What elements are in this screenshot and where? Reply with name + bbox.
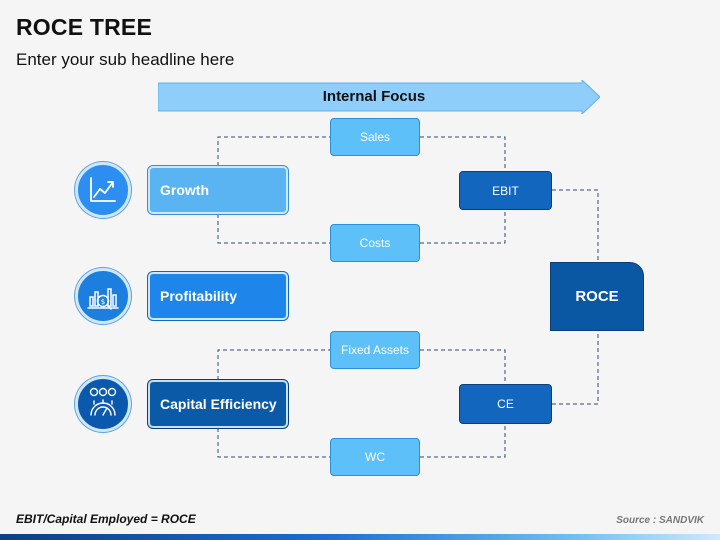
connector-growth-costs bbox=[217, 214, 330, 244]
category-growth-label: Growth bbox=[160, 182, 209, 198]
formula-note: EBIT/Capital Employed = ROCE bbox=[16, 512, 196, 526]
category-profitability-label: Profitability bbox=[160, 288, 238, 304]
node-ce: CE bbox=[459, 384, 552, 424]
driver-fixed-assets: Fixed Assets bbox=[330, 331, 420, 369]
connector-capital-fixed-assets bbox=[217, 349, 330, 380]
connector-sales-ebit bbox=[420, 136, 506, 171]
category-profitability: Profitability bbox=[148, 272, 288, 320]
bottom-accent-bar bbox=[0, 534, 720, 540]
slide-subtitle: Enter your sub headline here bbox=[16, 50, 235, 69]
connector-ce-roce bbox=[552, 331, 599, 405]
connector-costs-ebit bbox=[420, 210, 506, 244]
connector-wc-ce bbox=[420, 424, 506, 458]
internal-focus-label: Internal Focus bbox=[322, 88, 426, 105]
node-ebit: EBIT bbox=[459, 171, 552, 210]
svg-text:$: $ bbox=[101, 298, 105, 306]
category-growth: Growth bbox=[148, 166, 288, 214]
node-roce: ROCE bbox=[550, 262, 644, 331]
source-note: Source : SANDVIK bbox=[616, 515, 704, 526]
slide-title: ROCE TREE bbox=[16, 14, 152, 40]
connector-fixed-assets-ce bbox=[420, 349, 506, 383]
connector-ebit-roce bbox=[552, 189, 599, 262]
driver-sales: Sales bbox=[330, 118, 420, 156]
category-capital-efficiency-label: Capital Efficiency bbox=[160, 396, 277, 412]
driver-costs: Costs bbox=[330, 224, 420, 262]
connector-growth-sales bbox=[217, 136, 330, 166]
growth-chart-icon bbox=[75, 162, 131, 218]
money-analysis-icon: $ bbox=[75, 268, 131, 324]
driver-wc: WC bbox=[330, 438, 420, 476]
category-capital-efficiency: Capital Efficiency bbox=[148, 380, 288, 428]
internal-focus-arrow bbox=[158, 80, 600, 114]
capital-gauge-icon bbox=[75, 376, 131, 432]
connector-capital-wc bbox=[217, 428, 330, 458]
